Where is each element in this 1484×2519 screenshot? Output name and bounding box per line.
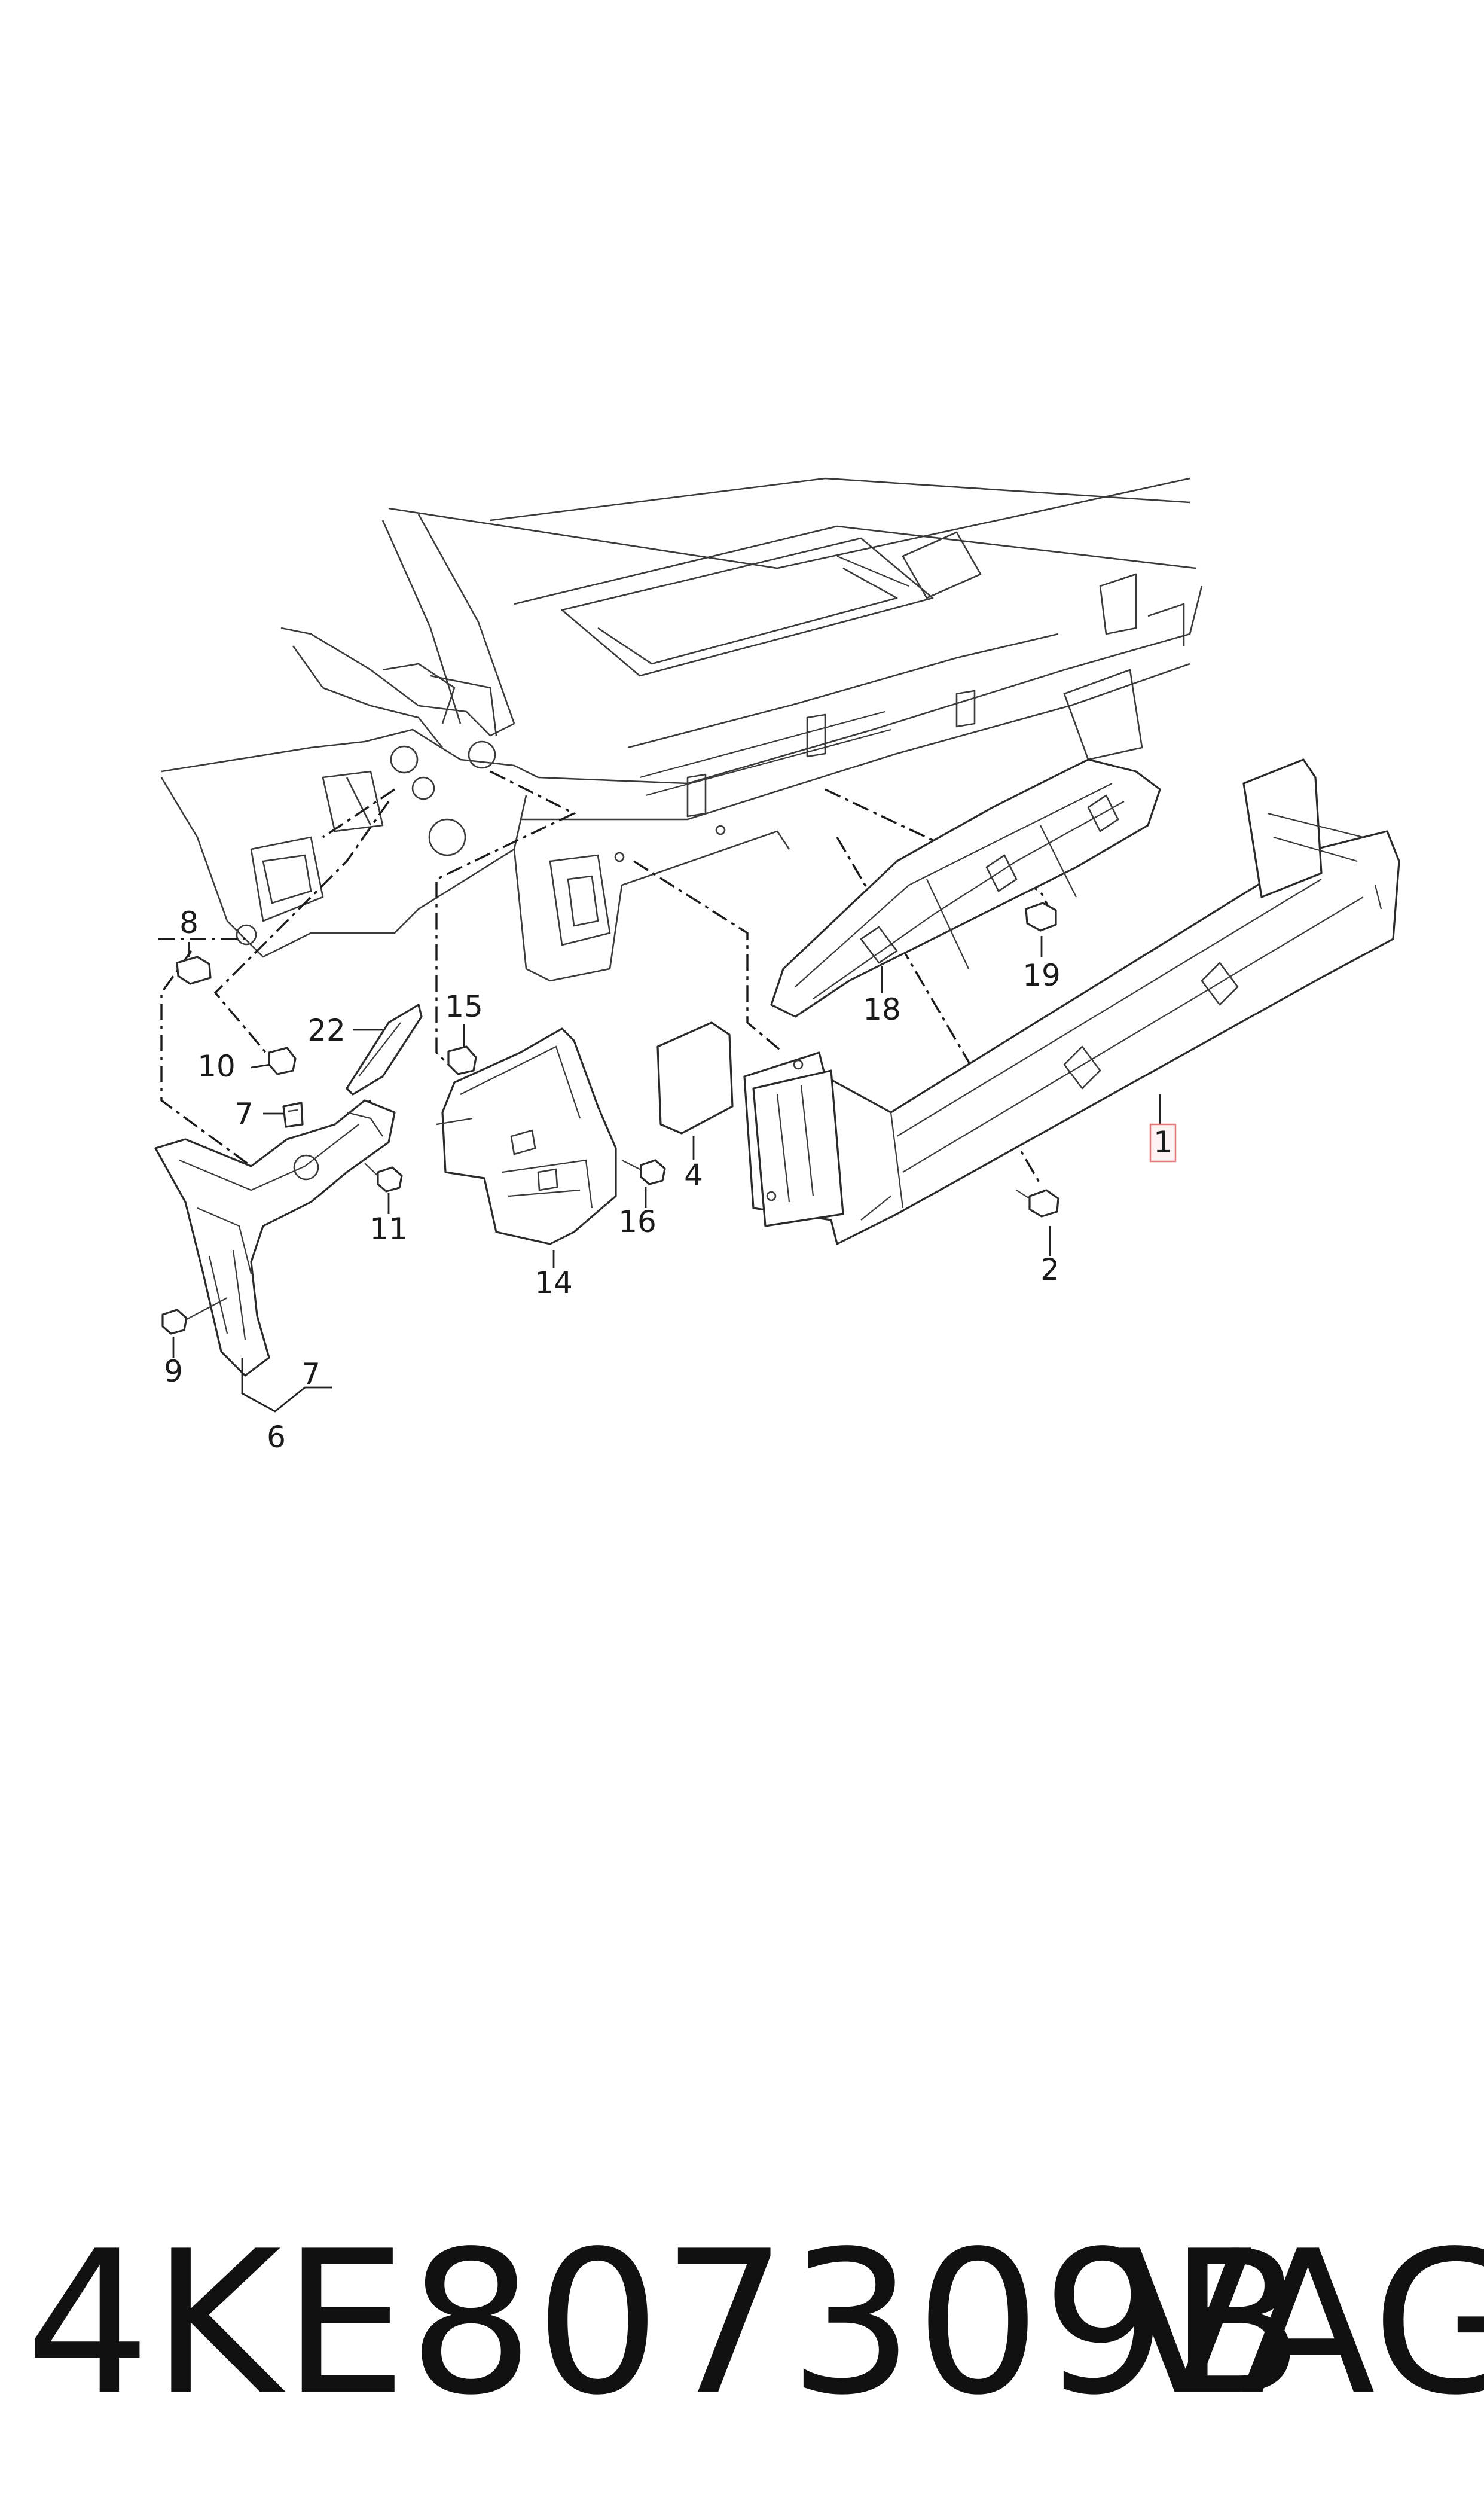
callout-9[interactable]: 9 xyxy=(164,1354,183,1389)
callout-box-1 xyxy=(1149,1123,1177,1163)
side-guide-bracket[interactable] xyxy=(436,1027,617,1245)
callout-19[interactable]: 19 xyxy=(1022,958,1061,993)
part-number-label: 4KE807309B xyxy=(25,2209,1305,2438)
callout-15[interactable]: 15 xyxy=(445,989,483,1024)
bolt-16 xyxy=(640,1159,666,1185)
callout-18[interactable]: 18 xyxy=(863,992,901,1027)
callout-1[interactable]: 1 xyxy=(1153,1125,1172,1160)
clip[interactable] xyxy=(282,1102,304,1128)
callout-14[interactable]: 14 xyxy=(535,1265,573,1300)
bumper-reinforcement-bar[interactable] xyxy=(743,758,1400,1245)
callouts: 1 2 4 6 7 7 8 9 10 11 14 15 16 18 19 22 xyxy=(164,905,1177,1454)
nut-19 xyxy=(1025,902,1057,932)
fasteners xyxy=(161,902,1059,1335)
upper-support-bracket[interactable] xyxy=(770,758,1161,1018)
clip-nut-10 xyxy=(268,1047,297,1075)
callout-7-bracket[interactable]: 7 xyxy=(301,1357,320,1392)
bolt-2 xyxy=(1028,1189,1059,1218)
bolt-11 xyxy=(377,1166,403,1193)
cover-pad[interactable] xyxy=(656,1021,734,1135)
callout-2[interactable]: 2 xyxy=(1040,1252,1059,1287)
rear-body-structure xyxy=(160,477,1203,982)
retaining-strip[interactable] xyxy=(346,1004,423,1096)
callout-7-clip[interactable]: 7 xyxy=(234,1097,254,1132)
callout-16[interactable]: 16 xyxy=(618,1204,656,1239)
clip-nut-15 xyxy=(447,1045,477,1075)
mounting-bracket[interactable] xyxy=(154,1099,396,1377)
clip-nut-8 xyxy=(176,956,212,985)
callout-4[interactable]: 4 xyxy=(684,1158,703,1193)
callout-22[interactable]: 22 xyxy=(307,1013,346,1048)
callout-10[interactable]: 10 xyxy=(197,1049,236,1084)
callout-11[interactable]: 11 xyxy=(370,1212,408,1246)
leader-lines xyxy=(172,936,1169,1413)
brand-label: VAG xyxy=(1118,2209,1484,2438)
callout-6[interactable]: 6 xyxy=(267,1420,286,1454)
bolt-9 xyxy=(161,1309,188,1335)
callout-8[interactable]: 8 xyxy=(179,905,199,940)
